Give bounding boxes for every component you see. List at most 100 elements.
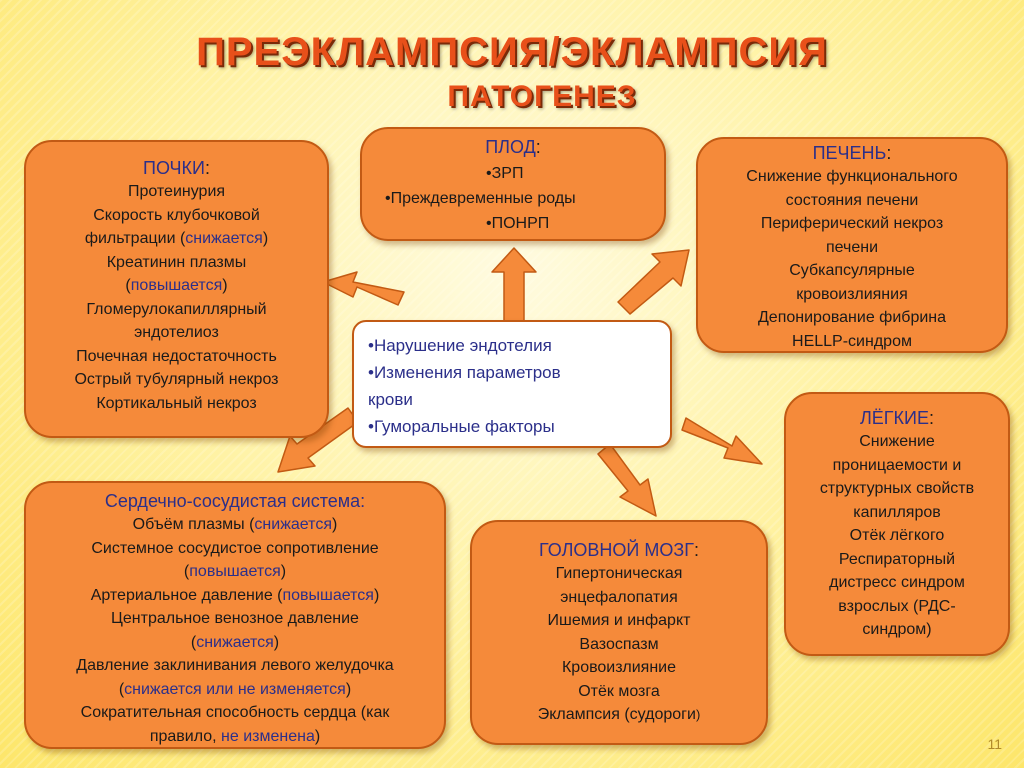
cardio-line: (повышается) bbox=[26, 560, 444, 584]
cardio-line: Артериальное давление (повышается) bbox=[26, 584, 444, 608]
highlight-text: повышается bbox=[282, 586, 374, 604]
slide-subtitle: ПАТОГЕНЕЗ bbox=[447, 80, 637, 113]
arrow-to-cardio bbox=[277, 407, 359, 473]
brain-line: Вазоспазм bbox=[579, 635, 659, 653]
kidneys-line: Протеинурия bbox=[127, 183, 226, 200]
text-part: ) bbox=[262, 230, 269, 247]
kidneys-line: Гломерулокапиллярный bbox=[86, 300, 267, 318]
text-part: ( bbox=[183, 563, 190, 580]
center-factors-box: •Нарушение эндотелия •Изменения параметр… bbox=[352, 320, 672, 448]
brain-line: Ишемия и инфаркт bbox=[547, 612, 691, 629]
brain-box: ГОЛОВНОЙ МОЗГ: Гипертоническая энцефалоп… bbox=[470, 520, 768, 745]
kidneys-line: (повышается) bbox=[26, 274, 327, 298]
lungs-line: Снижение bbox=[859, 433, 935, 450]
lungs-line: синдром) bbox=[862, 621, 932, 638]
cardio-line: Сократительная способность сердца (как bbox=[80, 704, 390, 721]
lungs-box: ЛЁГКИЕ: Снижение проницаемости и структу… bbox=[784, 392, 1010, 656]
lungs-line: взрослых (РДС- bbox=[838, 597, 956, 615]
text-part: ( bbox=[118, 680, 125, 698]
liver-colon: : bbox=[886, 143, 892, 163]
arrow-to-kidneys bbox=[322, 271, 405, 306]
kidneys-line: Скорость клубочковой bbox=[93, 206, 260, 224]
text-part: правило, bbox=[149, 727, 222, 745]
fetus-box: ПЛОД: •ЗРП •Преждевременные роды •ПОНРП bbox=[360, 127, 666, 241]
highlight-text: повышается bbox=[189, 563, 281, 580]
lungs-line: капилляров bbox=[853, 503, 941, 521]
lungs-line: проницаемости и bbox=[832, 456, 962, 474]
lungs-heading: ЛЁГКИЕ bbox=[859, 408, 929, 428]
cardio-line: Давление заклинивания левого желудочка bbox=[76, 657, 394, 674]
highlight-text: снижается bbox=[196, 633, 274, 651]
lungs-colon: : bbox=[929, 408, 935, 428]
text-part: ) bbox=[280, 563, 287, 580]
cardio-line: Центральное венозное давление bbox=[111, 610, 359, 627]
brain-line: Отёк мозга bbox=[578, 682, 660, 700]
kidneys-line: Острый тубулярный некроз bbox=[74, 371, 279, 388]
text-part: Объём плазмы ( bbox=[132, 516, 255, 533]
center-item: •Нарушение эндотелия bbox=[368, 336, 552, 355]
fetus-item: •Преждевременные роды bbox=[385, 190, 576, 207]
highlight-text: не изменена bbox=[221, 727, 315, 745]
brain-line: энцефалопатия bbox=[560, 588, 678, 606]
liver-line: Субкапсулярные bbox=[789, 262, 915, 279]
cardio-heading: Сердечно-сосудистая система: bbox=[104, 491, 366, 511]
arrow-to-lungs bbox=[681, 417, 763, 465]
liver-box: ПЕЧЕНЬ: Снижение функционального состоян… bbox=[696, 137, 1008, 353]
text-part: Артериальное давление ( bbox=[90, 586, 283, 604]
brain-line: Эклампсия (судороги) bbox=[472, 703, 766, 727]
arrow-to-brain bbox=[597, 443, 657, 517]
kidneys-line: Креатинин плазмы bbox=[106, 253, 247, 271]
text-part: ) bbox=[695, 707, 701, 722]
liver-heading: ПЕЧЕНЬ bbox=[812, 143, 887, 163]
brain-colon: : bbox=[693, 540, 699, 560]
fetus-heading: ПЛОД bbox=[485, 137, 536, 157]
highlight-text: снижается или не изменяется bbox=[124, 680, 346, 698]
center-item: •Гуморальные факторы bbox=[368, 417, 555, 436]
fetus-colon: : bbox=[535, 137, 541, 157]
text-part: ) bbox=[345, 680, 352, 698]
cardio-line: Системное сосудистое сопротивление bbox=[91, 539, 379, 557]
cardio-line: Объём плазмы (снижается) bbox=[26, 513, 444, 537]
kidneys-heading: ПОЧКИ bbox=[143, 158, 205, 178]
liver-line: Снижение функционального bbox=[746, 168, 958, 185]
cardio-line: правило, не изменена) bbox=[26, 725, 444, 749]
kidneys-line: фильтрации (снижается) bbox=[26, 227, 327, 251]
liver-line: Депонирование фибрина bbox=[757, 309, 947, 326]
slide-title: ПРЕЭКЛАМПСИЯ/ЭКЛАМПСИЯ bbox=[196, 30, 828, 74]
arrow-to-fetus bbox=[491, 247, 537, 326]
highlight-text: повышается bbox=[130, 277, 223, 294]
text-part: ) bbox=[314, 727, 321, 745]
page-number: 11 bbox=[987, 736, 1002, 752]
text-part: ) bbox=[273, 633, 280, 651]
cardio-box: Сердечно-сосудистая система: Объём плазм… bbox=[24, 481, 446, 749]
text-part: ) bbox=[373, 586, 380, 604]
kidneys-line: Кортикальный некроз bbox=[96, 394, 257, 412]
cardio-line: (снижается или не изменяется) bbox=[26, 678, 444, 702]
center-item: крови bbox=[368, 390, 413, 409]
lungs-line: Респираторный bbox=[838, 550, 956, 568]
kidneys-colon: : bbox=[204, 158, 210, 178]
highlight-text: снижается bbox=[254, 516, 332, 533]
text-part: ( bbox=[190, 633, 197, 651]
text-part: ) bbox=[331, 516, 338, 533]
liver-line: кровоизлияния bbox=[796, 285, 908, 303]
cardio-line: (снижается) bbox=[26, 631, 444, 655]
brain-line: Гипертоническая bbox=[555, 565, 683, 582]
kidneys-line: эндотелиоз bbox=[134, 324, 219, 341]
lungs-line: Отёк лёгкого bbox=[849, 527, 945, 544]
kidneys-line: Почечная недостаточность bbox=[76, 347, 277, 365]
text-part: Эклампсия (судороги bbox=[537, 706, 696, 723]
center-item: •Изменения параметров bbox=[368, 363, 561, 382]
brain-heading: ГОЛОВНОЙ МОЗГ bbox=[539, 540, 694, 560]
liver-line: печени bbox=[825, 238, 879, 256]
arrow-to-liver bbox=[617, 249, 690, 315]
brain-line: Кровоизлияние bbox=[561, 659, 677, 676]
text-part: фильтрации ( bbox=[84, 230, 186, 247]
lungs-line: дистресс синдром bbox=[829, 574, 965, 591]
liver-line: Периферический некроз bbox=[760, 215, 944, 232]
liver-line: состояния печени bbox=[785, 191, 919, 209]
lungs-line: структурных свойств bbox=[819, 480, 975, 497]
text-part: ( bbox=[125, 277, 131, 294]
highlight-text: снижается bbox=[185, 230, 263, 247]
